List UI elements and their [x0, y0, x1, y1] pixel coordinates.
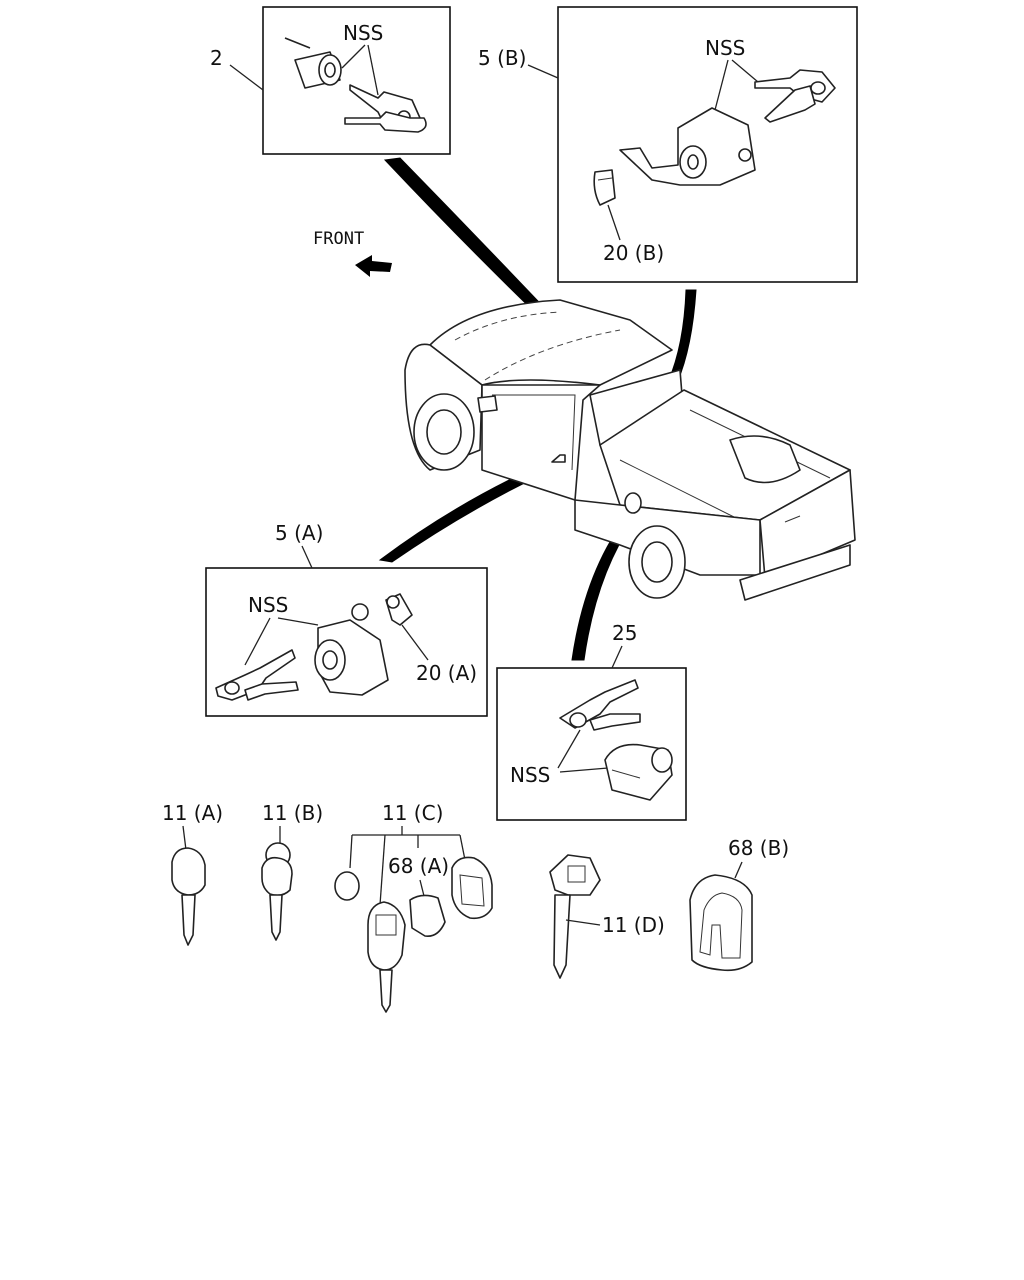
cover-68a: 68 (A): [388, 854, 449, 938]
rear-door-keys: [754, 69, 836, 123]
ignition-nss-label: NSS: [343, 21, 383, 45]
key-11d-number: 11 (D): [602, 913, 665, 937]
fuel-lid-nss-label: NSS: [510, 763, 550, 787]
front-label: FRONT: [313, 229, 364, 249]
key-11b: 11 (B): [261, 801, 323, 941]
front-door-cylinder-part: [314, 603, 389, 696]
ignition-keys: [344, 84, 427, 133]
remote-key-part: [367, 901, 406, 1013]
front-door-cap-part: [385, 593, 413, 626]
fuel-lid-cylinder-part: [604, 743, 673, 801]
key-11c-number: 11 (C): [382, 801, 443, 825]
cover-68b-number: 68 (B): [728, 836, 789, 860]
key-11c-group: 11 (C): [334, 801, 493, 1013]
front-door-nss-label: NSS: [248, 593, 288, 617]
fuel-lid-part-number: 25: [612, 621, 637, 645]
cover-68a-number: 68 (A): [388, 854, 449, 878]
rear-door-nss-label: NSS: [705, 36, 745, 60]
leader-ignition: [383, 157, 557, 326]
front-door-part-number: 5 (A): [275, 521, 323, 545]
callout-rear-door-cylinder: 5 (B) NSS 20 (B): [478, 6, 858, 283]
key-11a-number: 11 (A): [162, 801, 223, 825]
rear-door-cap-number: 20 (B): [603, 241, 664, 265]
ignition-cylinder-part: [284, 37, 342, 89]
front-arrow-icon: [355, 255, 392, 277]
fuel-lid-keys: [559, 679, 641, 731]
front-door-cap-number: 20 (A): [416, 661, 477, 685]
rear-door-cylinder-part: [619, 107, 756, 186]
remote-shell-part: [451, 856, 493, 920]
rear-door-part-number: 5 (B): [478, 46, 526, 70]
callout-front-door-cylinder: 5 (A) NSS 20 (A): [205, 521, 488, 717]
cover-68b: 68 (B): [689, 836, 789, 972]
key-11a: 11 (A): [162, 801, 223, 946]
key-11b-number: 11 (B): [262, 801, 323, 825]
callout-ignition-cylinder: 2 NSS: [210, 6, 451, 155]
rear-door-cap-part: [593, 169, 616, 206]
front-door-keys: [215, 649, 299, 701]
key-11d: 11 (D): [549, 854, 665, 979]
front-direction-indicator: FRONT: [313, 229, 392, 277]
pickup-truck: [404, 299, 856, 601]
leader-rear-door: [667, 289, 697, 386]
ignition-part-number: 2: [210, 46, 223, 70]
callout-fuel-lid-cylinder: 25 NSS: [496, 621, 687, 821]
key-ring-part: [334, 871, 360, 901]
